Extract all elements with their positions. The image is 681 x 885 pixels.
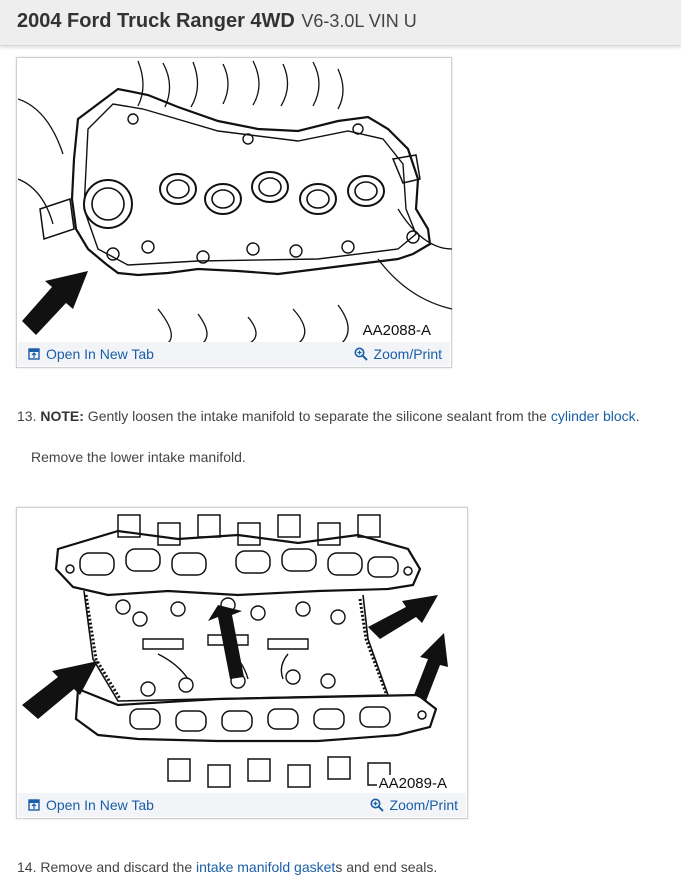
- step-text: Gently loosen the intake manifold to sep…: [83, 408, 551, 424]
- gasket-illustration: [22, 514, 448, 788]
- step-text-end: .: [635, 408, 640, 424]
- open-in-new-tab-link[interactable]: Open In New Tab: [28, 797, 154, 813]
- engine-subtitle: V6-3.0L VIN U: [301, 11, 417, 31]
- zoom-print-link[interactable]: Zoom/Print: [370, 797, 458, 813]
- open-in-new-tab-link[interactable]: Open In New Tab: [28, 346, 154, 362]
- zoom-icon: [354, 347, 368, 361]
- zoom-icon: [370, 798, 384, 812]
- open-tab-icon: [28, 348, 40, 360]
- zoom-print-label: Zoom/Print: [373, 346, 442, 362]
- zoom-print-link[interactable]: Zoom/Print: [354, 346, 442, 362]
- step-number: 14.: [17, 859, 37, 875]
- cylinder-block-link[interactable]: cylinder block: [550, 408, 636, 424]
- page-header: 2004 Ford Truck Ranger 4WD V6-3.0L VIN U: [0, 0, 681, 46]
- figure-toolbar: Open In New Tab Zoom/Print: [18, 793, 466, 817]
- note-label: NOTE:: [40, 408, 84, 424]
- open-in-new-tab-label: Open In New Tab: [46, 346, 154, 362]
- figure-intake-gaskets: AA2089-A Open In New Tab Zoom/Print: [16, 507, 468, 819]
- step-text-end: s and end seals.: [335, 859, 438, 875]
- vehicle-title: 2004 Ford Truck Ranger 4WD: [17, 10, 295, 32]
- step-13-substep: Remove the lower intake manifold.: [31, 449, 246, 465]
- manifold-illustration: [18, 60, 452, 343]
- zoom-print-label: Zoom/Print: [389, 797, 458, 813]
- open-in-new-tab-label: Open In New Tab: [46, 797, 154, 813]
- step-text: Remove and discard the: [36, 859, 196, 875]
- figure-code: AA2089-A: [376, 775, 449, 792]
- step-14: 14. Remove and discard the intake manifo…: [17, 859, 437, 875]
- open-tab-icon: [28, 799, 40, 811]
- step-number: 13.: [17, 408, 37, 424]
- figure-code: AA2088-A: [360, 322, 433, 339]
- figure-lower-intake-manifold: AA2088-A Open In New Tab Zoom/Print: [16, 57, 452, 368]
- figure-toolbar: Open In New Tab Zoom/Print: [18, 342, 450, 366]
- intake-manifold-gasket-link[interactable]: intake manifold gasket: [196, 859, 336, 875]
- step-13: 13. NOTE: Gently loosen the intake manif…: [17, 408, 640, 424]
